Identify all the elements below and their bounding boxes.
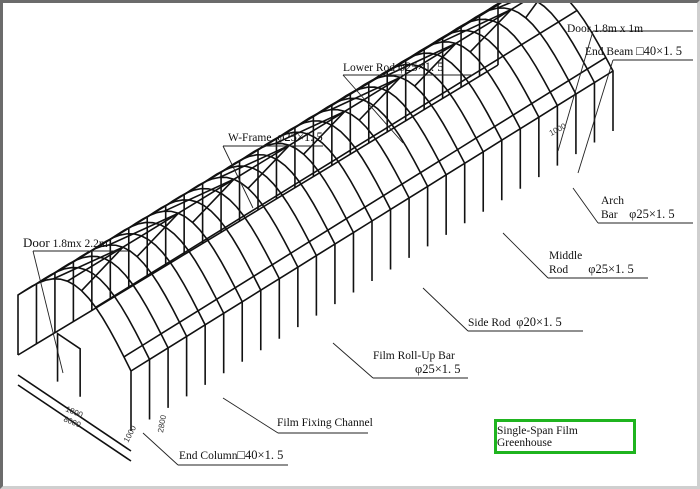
leader-film-roll-up-bar	[332, 342, 374, 379]
label-name: Lower Rod	[343, 62, 396, 74]
leader-w-frame	[222, 145, 254, 209]
dim-line-front	[17, 374, 132, 452]
label-name: End Column	[179, 450, 238, 462]
leader-film-fixing-channel	[222, 397, 279, 434]
leader-side-rod	[422, 287, 469, 332]
label-spec: □40×1. 5	[237, 448, 284, 462]
label-spec: φ25×1. 5	[415, 362, 461, 376]
leader-arch-bar	[572, 187, 599, 224]
label-spec: φ25×1. 5	[277, 130, 323, 144]
w-frame	[219, 144, 290, 189]
label-end-beam: End Beam □40×1. 5	[585, 45, 682, 59]
label-spec: 1.8m x 1m	[593, 23, 644, 35]
label-end-column: End Column□40×1. 5	[179, 449, 283, 463]
label-name: Door	[567, 23, 591, 35]
longitudinal-rod	[123, 56, 607, 358]
leader-door-end	[557, 30, 594, 152]
arch-bar	[35, 266, 151, 420]
label-name: Door	[23, 235, 50, 250]
greenhouse-structure	[17, 3, 614, 462]
label-door-front: Door 1.8mx 2.2m	[23, 236, 108, 251]
label-name-line2: Bar	[601, 209, 618, 221]
longitudinal-rod	[17, 64, 499, 356]
leader-lower-rod	[342, 74, 404, 144]
label-spec: □40×1. 5	[636, 44, 682, 58]
label-name: W-Frame	[228, 132, 272, 144]
leader-end-beam	[577, 59, 614, 174]
label-name-line2: Rod	[549, 264, 569, 276]
label-middle-rod: Middle Rod φ25×1. 5	[549, 250, 634, 277]
label-name: Film Roll-Up Bar	[373, 350, 455, 362]
diagram-title-box: Single-Span Film Greenhouse	[494, 419, 636, 454]
label-spec: φ25×1. 5	[397, 60, 444, 74]
w-frame	[163, 178, 235, 224]
dim-side-height: 2800	[156, 414, 168, 434]
longitudinal-rod	[130, 70, 614, 372]
label-name: End Beam	[585, 46, 634, 58]
dim-bay-spacing: 1000	[122, 424, 139, 444]
leader-middle-rod	[502, 232, 549, 279]
label-lower-rod: Lower Rod φ25×1. 5	[343, 61, 443, 75]
dim-line-span	[17, 384, 132, 462]
longitudinal-rod	[95, 9, 578, 309]
longitudinal-rod	[38, 3, 501, 284]
leader-door-front	[32, 250, 64, 374]
w-frame	[274, 110, 346, 155]
label-side-rod: Side Rod φ20×1. 5	[468, 316, 562, 330]
label-spec: 1.8mx 2.2m	[52, 238, 108, 250]
diagram-title: Single-Span Film Greenhouse	[497, 424, 578, 449]
label-door-end: Door 1.8m x 1m	[567, 23, 643, 36]
label-spec: φ20×1. 5	[516, 315, 562, 329]
leader-lines	[32, 30, 693, 466]
door-front	[56, 332, 81, 397]
label-spec: φ25×1. 5	[629, 207, 675, 221]
label-spec: φ25×1. 5	[588, 262, 634, 276]
leader-end-column	[142, 432, 179, 466]
w-frame	[330, 76, 401, 121]
w-frame	[496, 3, 538, 19]
label-arch-bar: Arch Bar φ25×1. 5	[601, 195, 675, 222]
label-name-line1: Middle	[549, 250, 583, 262]
label-film-fixing-channel: Film Fixing Channel	[277, 417, 373, 430]
w-frame	[52, 246, 124, 292]
label-w-frame: W-Frame φ25×1. 5	[228, 131, 323, 145]
label-name: Side Rod	[468, 317, 511, 329]
w-frame	[441, 8, 512, 53]
label-film-roll-up-bar: Film Roll-Up Bar φ25×1. 5	[373, 350, 461, 376]
greenhouse-drawing: 1800 8000 1000 2800 1000	[17, 3, 693, 466]
label-name: Film Fixing Channel	[277, 417, 373, 429]
label-name-line1: Arch	[601, 195, 624, 207]
longitudinal-rod	[67, 3, 524, 282]
arch-bar	[497, 3, 614, 131]
w-frame	[108, 212, 179, 258]
w-frame	[385, 42, 457, 87]
